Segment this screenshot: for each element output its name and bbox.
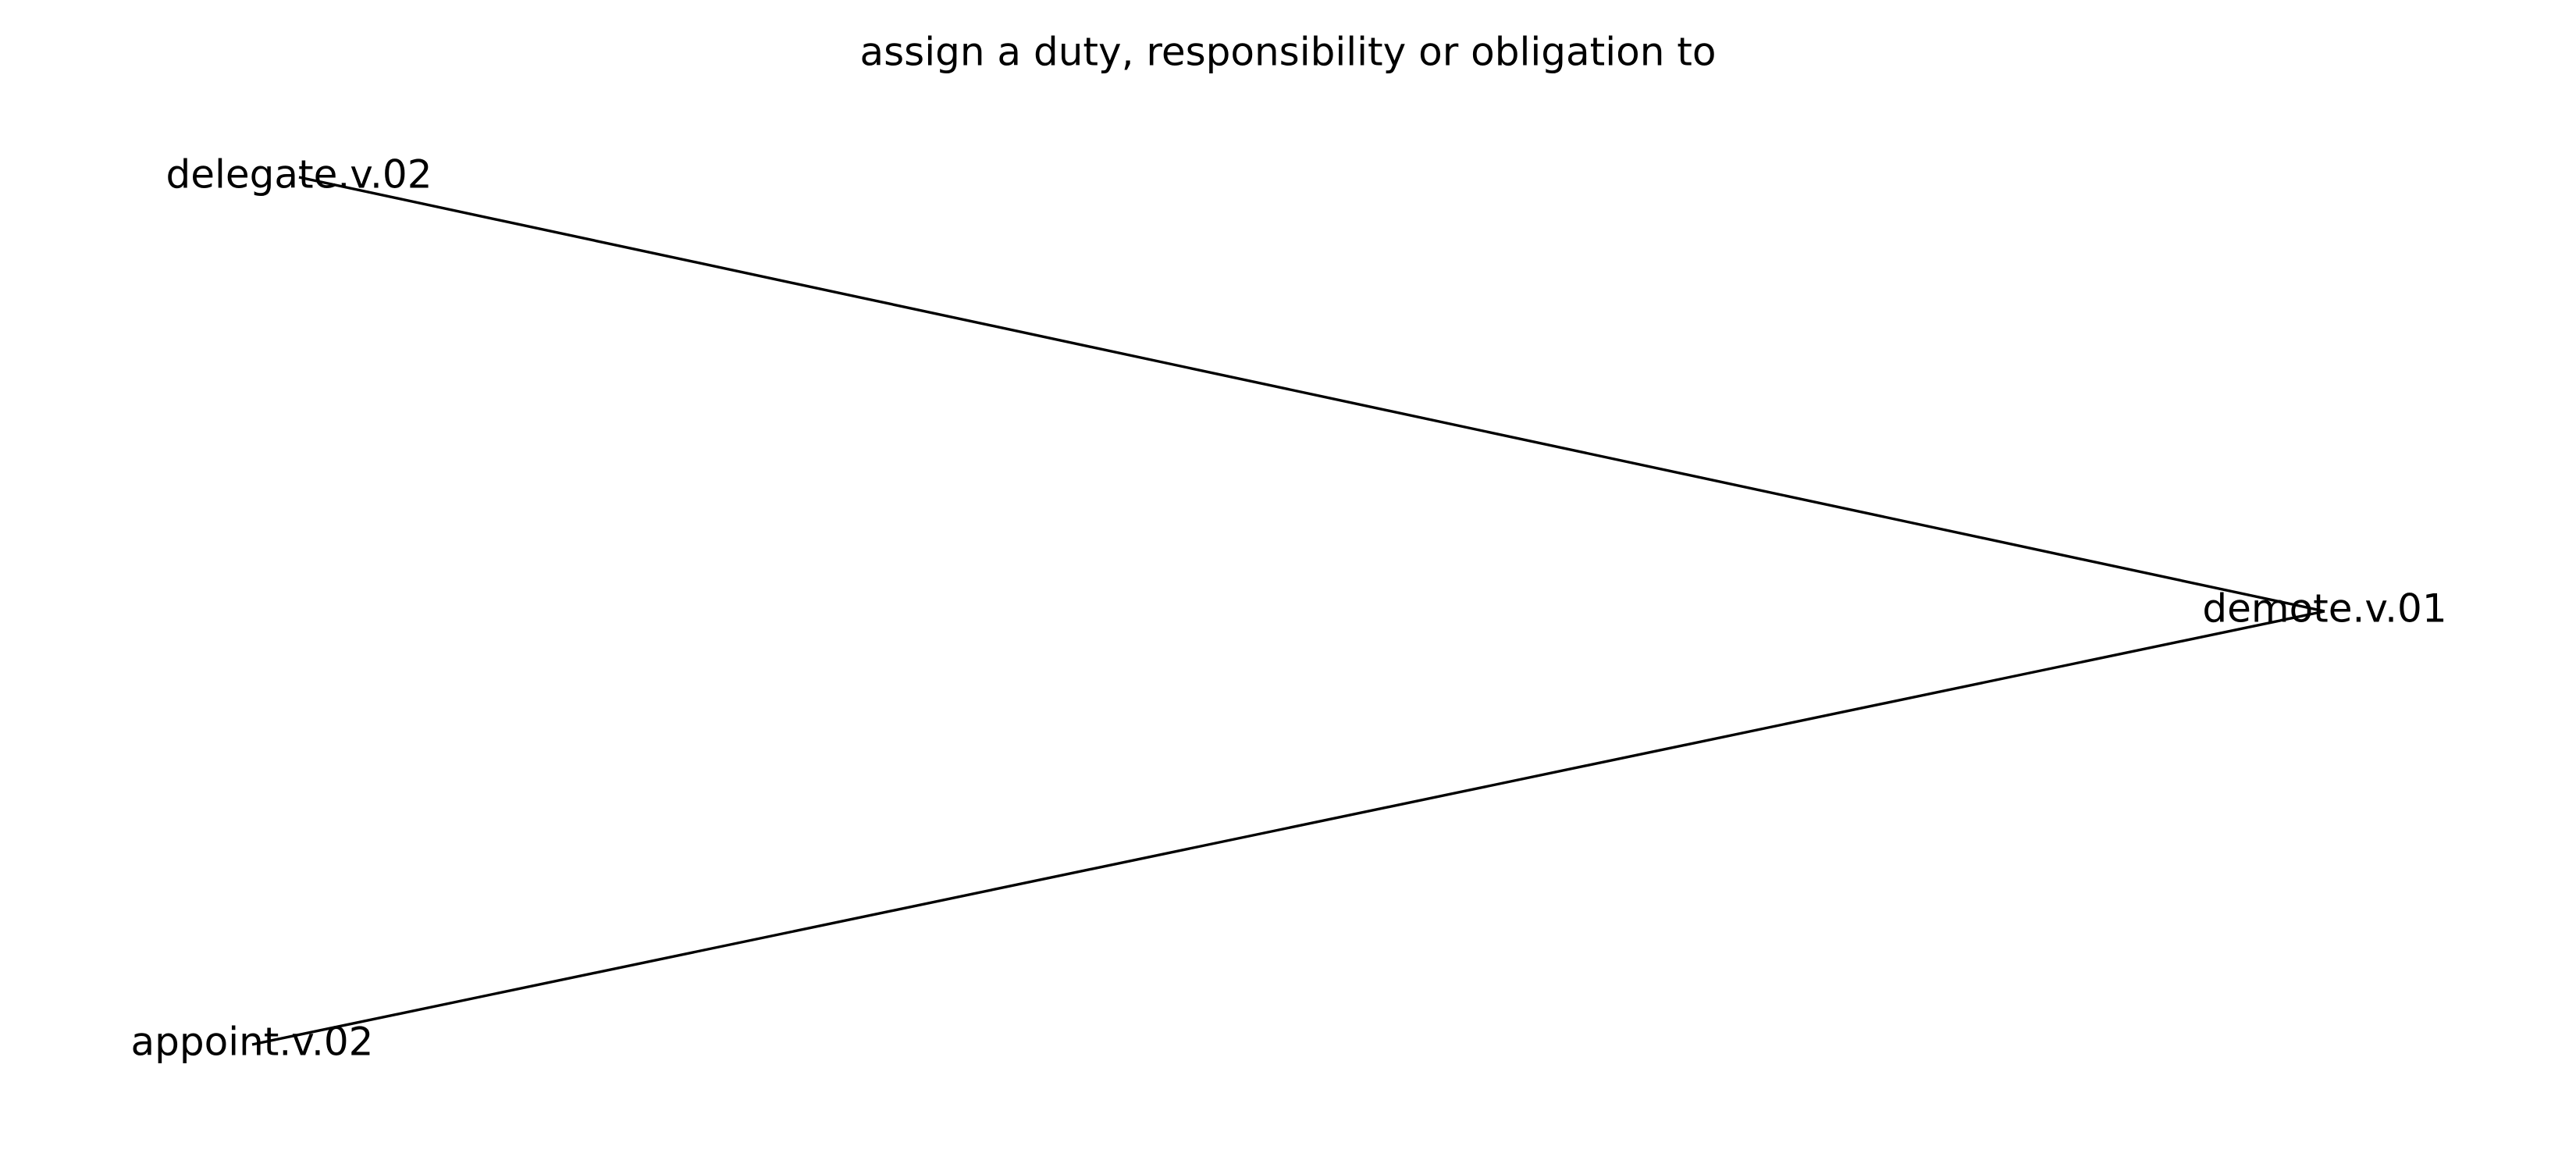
edge-appoint-demote <box>251 610 2325 1046</box>
node-label-appoint: appoint.v.02 <box>130 1020 373 1065</box>
graph-title: assign a duty, responsibility or obligat… <box>859 30 1716 75</box>
node-layer: delegate.v.02 demote.v.01 appoint.v.02 <box>130 152 2446 1065</box>
node-label-delegate: delegate.v.02 <box>165 152 432 198</box>
edge-layer <box>251 176 2325 1046</box>
edge-delegate-demote <box>298 176 2325 613</box>
node-label-demote: demote.v.01 <box>2202 586 2446 632</box>
